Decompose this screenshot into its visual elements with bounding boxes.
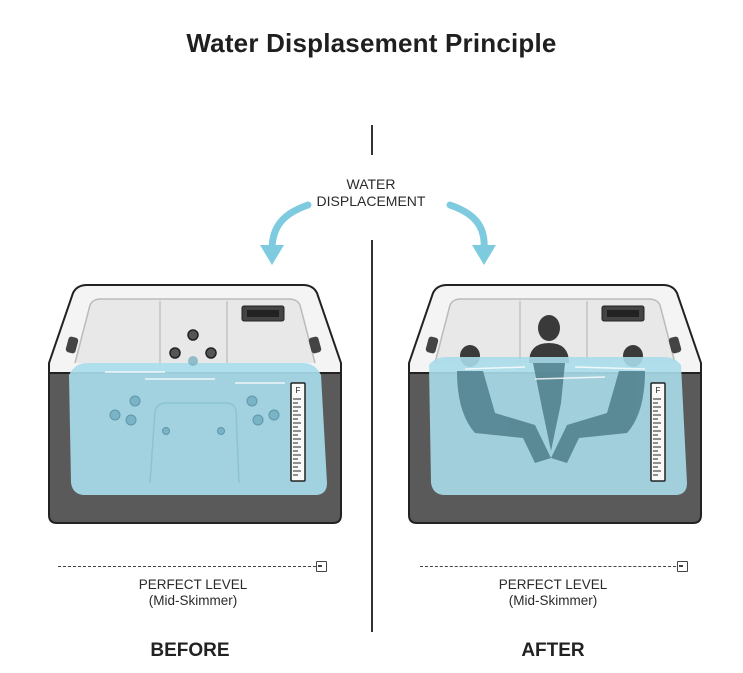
water-displacement-label: WATER DISPLACEMENT [296,176,446,210]
svg-text:F: F [296,386,301,395]
level-subtitle: (Mid-Skimmer) [508,593,598,608]
arrow-left-icon [260,201,312,265]
arrow-right-icon [446,201,496,265]
level-subtitle: (Mid-Skimmer) [148,593,238,608]
jets-icon [169,329,217,359]
hot-tub-before: F [48,284,342,524]
level-label-after: PERFECT LEVEL (Mid-Skimmer) [453,577,653,609]
water [69,363,327,495]
water-level-gauge: F [290,382,306,482]
divider-line-top [371,125,373,155]
perfect-level-line-before [58,566,316,567]
water-level-gauge: F [650,382,666,482]
skimmer-icon [677,561,688,572]
label-line-1: WATER [346,176,396,192]
divider-line [371,240,373,632]
level-label-before: PERFECT LEVEL (Mid-Skimmer) [93,577,293,609]
level-title: PERFECT LEVEL [498,577,608,592]
before-label: BEFORE [150,640,230,661]
svg-text:F: F [656,386,661,395]
skimmer-icon [316,561,327,572]
hot-tub-after: F [408,284,702,524]
diagram-title: Water Displasement Principle [186,28,557,58]
after-label: AFTER [521,640,585,661]
level-title: PERFECT LEVEL [138,577,248,592]
label-line-2: DISPLACEMENT [316,193,426,209]
perfect-level-line-after [420,566,676,567]
